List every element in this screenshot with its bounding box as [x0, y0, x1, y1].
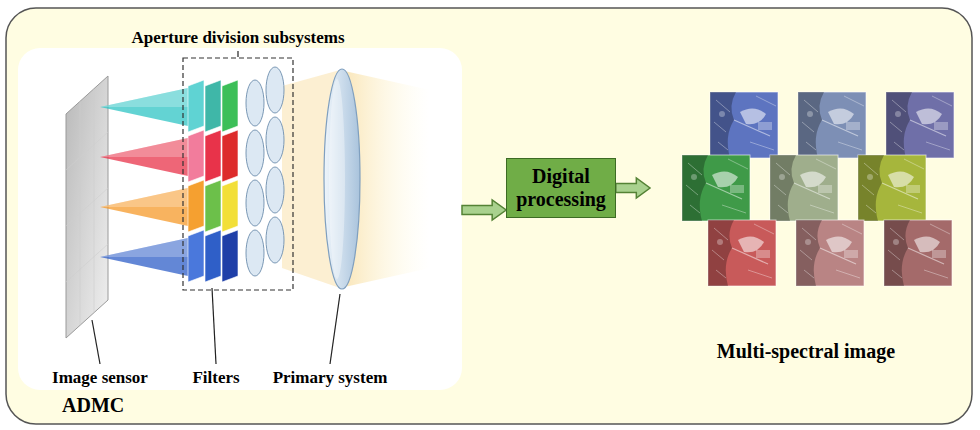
system-panel-ground — [18, 48, 462, 390]
sub-lenses — [246, 67, 284, 276]
light-cone — [100, 188, 188, 226]
light-cone — [100, 88, 188, 126]
filter-cell — [188, 180, 204, 232]
dashed-bracket — [183, 58, 293, 290]
sub-lens — [246, 230, 264, 276]
part-label: Filters — [192, 368, 239, 388]
spectral-tile — [708, 220, 776, 286]
filter-cell — [222, 80, 238, 132]
system-panel: ADMC — [18, 48, 462, 390]
leader-line — [92, 320, 100, 364]
spectral-tile — [770, 155, 838, 221]
sub-lens — [266, 67, 284, 113]
light-cone — [100, 238, 188, 257]
spectral-tile — [682, 155, 750, 221]
sub-lens — [266, 217, 284, 263]
spectral-tiles — [682, 92, 954, 286]
filter-cell — [205, 180, 221, 232]
filter-cell — [188, 80, 204, 132]
filter-cell — [205, 230, 221, 282]
system-title: ADMC — [62, 394, 124, 417]
spectral-tile — [884, 220, 952, 286]
spectral-tile — [796, 220, 864, 286]
part-label: Image sensor — [52, 368, 148, 388]
filter-array — [188, 80, 238, 282]
spectral-tile — [858, 155, 926, 221]
flow-arrow — [462, 200, 506, 220]
light-beam — [282, 70, 430, 288]
light-cone — [100, 88, 188, 107]
part-label: Primary system — [273, 368, 388, 388]
light-cone — [100, 138, 188, 157]
leader-line — [212, 288, 216, 364]
flow-arrow — [616, 178, 650, 198]
filter-cell — [205, 80, 221, 132]
lens-highlight — [329, 79, 345, 279]
leader-lines — [92, 51, 340, 364]
leader-line — [237, 51, 238, 57]
filter-cell — [222, 230, 238, 282]
light-cone — [100, 238, 188, 276]
filter-cell — [205, 130, 221, 182]
primary-lens — [324, 69, 360, 289]
sub-lens — [246, 180, 264, 226]
sub-lens — [266, 117, 284, 163]
sub-lens — [266, 167, 284, 213]
spectral-tile — [710, 92, 778, 158]
spectral-tile — [798, 92, 866, 158]
process-box: Digital processing — [506, 158, 616, 218]
light-cone — [100, 138, 188, 176]
process-label: Digital processing — [516, 165, 606, 211]
part-label: Aperture division subsystems — [131, 28, 344, 48]
filter-cell — [188, 130, 204, 182]
spectral-tile — [886, 92, 954, 158]
stack-caption: Multi-spectral image — [650, 340, 962, 363]
sub-lens — [246, 130, 264, 176]
outer-panel — [6, 8, 972, 424]
leader-line — [330, 294, 340, 364]
filter-cell — [222, 180, 238, 232]
filter-cell — [222, 130, 238, 182]
primary-lens — [324, 69, 360, 289]
filter-cell — [188, 230, 204, 282]
sub-lens — [246, 80, 264, 126]
light-cones — [100, 88, 188, 276]
light-cone — [100, 188, 188, 207]
image-stack: Multi-spectral image — [650, 78, 962, 370]
